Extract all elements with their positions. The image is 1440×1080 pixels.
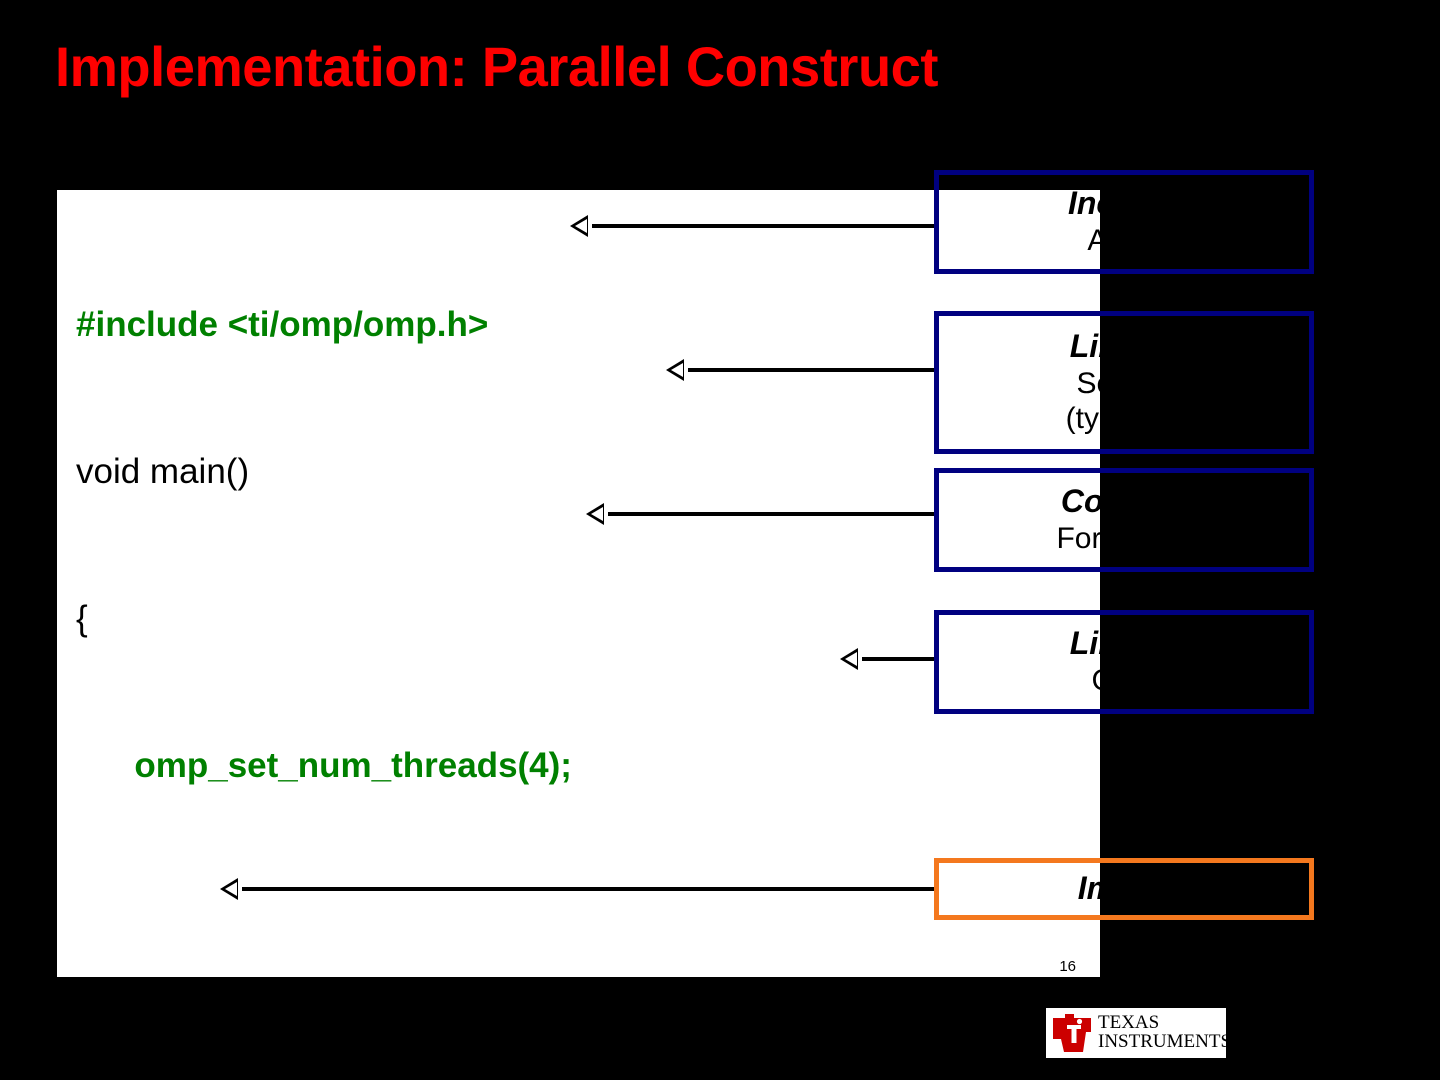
- arrow-head-set-threads: [666, 359, 684, 381]
- code-token-void-main: void main(): [76, 452, 250, 491]
- callout-title: Library: [1069, 328, 1179, 365]
- arrow-head-include: [570, 215, 588, 237]
- ti-wordmark-line-2: INSTRUMENTS: [1098, 1031, 1232, 1052]
- callout-library-set-threads[interactable]: Library Set # o (typically: [934, 311, 1314, 454]
- code-line: {: [76, 594, 883, 643]
- arrow-line-pragma: [608, 512, 934, 516]
- ti-wordmark-line-1: TEXAS: [1098, 1012, 1160, 1034]
- callout-implicit-barrier[interactable]: Implic: [934, 858, 1314, 920]
- callout-title: Compile: [1060, 483, 1188, 520]
- code-token-include: #include <ti/omp/omp.h>: [76, 305, 489, 344]
- arrow-line-get-thread: [862, 657, 934, 661]
- arrow-line-include: [592, 224, 934, 228]
- arrow-head-pragma: [586, 503, 604, 525]
- arrow-head-implicit-barrier: [220, 878, 238, 900]
- page-title: Implementation: Parallel Construct: [55, 35, 938, 98]
- callout-title: Include: [1067, 185, 1180, 222]
- arrow-line-set-threads: [688, 368, 934, 372]
- code-line: #include <ti/omp/omp.h>: [76, 300, 883, 349]
- ti-state-mark-icon: [1050, 1012, 1094, 1054]
- callout-title: Library: [1069, 625, 1179, 662]
- callout-compiler-directive[interactable]: Compile Fork team: [934, 468, 1314, 572]
- callout-include[interactable]: Include API d: [934, 170, 1314, 274]
- code-line: omp_set_num_threads(4);: [76, 741, 883, 790]
- callout-body-line-2: (typically: [1065, 402, 1183, 436]
- code-token-open-brace: {: [76, 599, 88, 638]
- code-line: void main(): [76, 447, 883, 496]
- arrow-head-get-thread: [840, 648, 858, 670]
- callout-library-get-thread[interactable]: Library Get t: [934, 610, 1314, 714]
- callout-title: Implic: [1077, 870, 1171, 907]
- callout-body: API d: [1087, 224, 1161, 258]
- callout-body: Fork team: [1056, 522, 1192, 556]
- arrow-line-implicit-barrier: [242, 887, 934, 891]
- callout-body: Get t: [1091, 664, 1157, 698]
- texas-instruments-logo: TEXAS INSTRUMENTS: [1046, 1008, 1231, 1058]
- ti-wordmark: TEXAS INSTRUMENTS: [1098, 1014, 1231, 1051]
- code-listing: #include <ti/omp/omp.h> void main() { om…: [76, 202, 883, 977]
- code-panel: #include <ti/omp/omp.h> void main() { om…: [57, 190, 1100, 977]
- callout-body-line-1: Set # o: [1076, 366, 1172, 400]
- page-number: 16: [1059, 958, 1076, 975]
- code-line-blank: [76, 888, 883, 937]
- code-token-set-num-threads: omp_set_num_threads(4);: [134, 746, 572, 785]
